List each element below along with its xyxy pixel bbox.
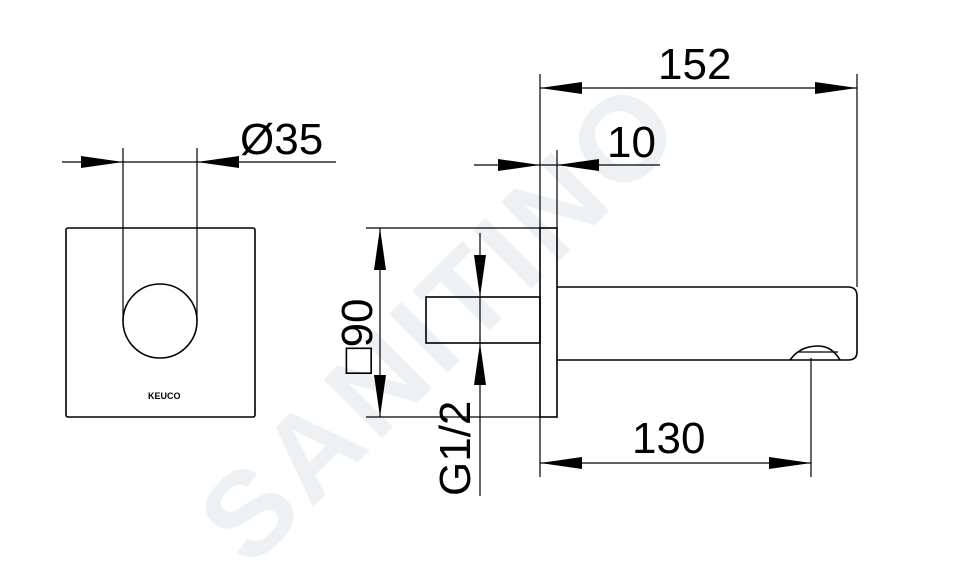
thread-arrow-bottom [474, 343, 486, 385]
spout-aerator [789, 345, 841, 361]
spout-130-label: 130 [632, 414, 705, 463]
plate-10-label: 10 [607, 118, 656, 167]
spout-outlet-circle [122, 283, 198, 359]
length-152-arrow-left [540, 82, 582, 94]
spout-body [557, 286, 858, 361]
side-view: 152 10 130 □90 G1/2 [333, 40, 858, 496]
spout-130-arrow-left [540, 457, 582, 469]
plate-10-arrow-right [557, 159, 599, 171]
length-152-label: 152 [658, 40, 731, 89]
thread-connector [425, 296, 541, 344]
thread-label: G1/2 [431, 401, 480, 496]
thread-arrow-top [474, 255, 486, 297]
spout-130-arrow-right [769, 457, 811, 469]
cover-plate-square [65, 227, 256, 418]
diameter-arrow-left [81, 156, 123, 168]
brand-logo: KEUCO [148, 391, 181, 401]
front-view: KEUCO Ø35 [62, 115, 336, 418]
diameter-arrow-right [197, 156, 239, 168]
plate-90-arrow-top [374, 228, 386, 270]
diameter-label: Ø35 [240, 115, 323, 164]
plate-90-label: □90 [333, 298, 382, 374]
length-152-arrow-right [815, 82, 857, 94]
plate-10-arrow-left [498, 159, 540, 171]
plate-90-arrow-bottom [374, 375, 386, 417]
